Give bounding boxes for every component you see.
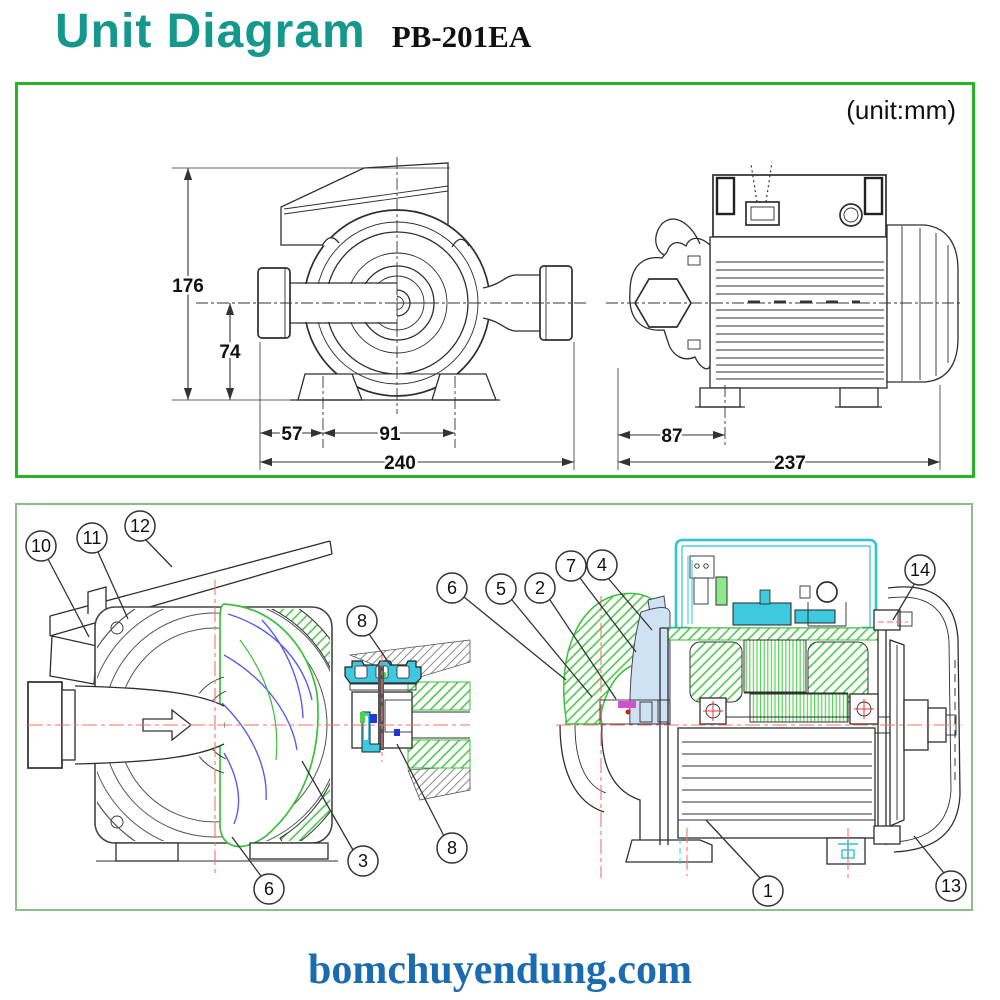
- page-title: Unit Diagram: [55, 5, 366, 58]
- front-view-drawing: 176 74 57 91 240: [170, 157, 586, 475]
- svg-text:10: 10: [31, 536, 51, 556]
- dimension-panel: (unit:mm): [15, 82, 975, 478]
- section-drawing: 10 11 12 8 8 3 6 6 5 2 7 4 14 1 13: [25, 510, 967, 907]
- callout-7: 7: [555, 550, 587, 582]
- svg-text:6: 6: [447, 578, 457, 598]
- pump-front-section: [27, 540, 471, 877]
- svg-text:6: 6: [264, 879, 274, 899]
- model-number: PB-201EA: [391, 19, 532, 54]
- callout-8-valve-cap: 8: [346, 605, 378, 637]
- svg-text:1: 1: [763, 881, 773, 901]
- pump-side-section: [556, 538, 962, 878]
- callout-6-left: 6: [253, 873, 285, 905]
- side-view-drawing: 87 237: [606, 161, 962, 475]
- dim-overall-width: 240: [384, 453, 416, 474]
- dim-overall-length: 237: [774, 453, 806, 474]
- page-header: Unit Diagram PB-201EA: [55, 4, 531, 59]
- section-panel: 10 11 12 8 8 3 6 6 5 2 7 4 14 1 13: [15, 503, 973, 911]
- callouts: 10 11 12 8 8 3 6 6 5 2 7 4 14 1 13: [25, 510, 967, 907]
- callout-11: 11: [76, 522, 108, 554]
- svg-text:12: 12: [130, 516, 150, 536]
- dim-foot-span: 91: [379, 424, 401, 445]
- svg-text:8: 8: [447, 838, 457, 858]
- svg-text:3: 3: [358, 851, 368, 871]
- dim-shaft-height: 74: [219, 342, 241, 363]
- callout-10: 10: [25, 530, 57, 562]
- svg-text:8: 8: [357, 611, 367, 631]
- callout-1: 1: [752, 875, 784, 907]
- svg-text:13: 13: [941, 876, 961, 896]
- callout-4: 4: [586, 549, 618, 581]
- dim-inlet-offset: 57: [281, 424, 302, 445]
- svg-text:14: 14: [910, 560, 930, 580]
- svg-text:5: 5: [496, 579, 506, 599]
- dim-foot-offset: 87: [661, 426, 682, 447]
- dim-height: 176: [172, 276, 204, 297]
- svg-text:11: 11: [83, 528, 102, 548]
- svg-text:2: 2: [535, 578, 545, 598]
- callout-2: 2: [524, 572, 556, 604]
- callout-8-valve-body: 8: [436, 832, 468, 864]
- callout-13: 13: [935, 870, 967, 902]
- unit-label: (unit:mm): [846, 95, 956, 125]
- svg-text:4: 4: [597, 555, 607, 575]
- callout-12: 12: [124, 510, 156, 542]
- callout-5: 5: [485, 573, 517, 605]
- svg-text:7: 7: [566, 556, 576, 576]
- website-footer: bomchuyendung.com: [308, 947, 692, 993]
- callout-14: 14: [904, 554, 936, 586]
- callout-6-right: 6: [436, 572, 468, 604]
- callout-3: 3: [347, 845, 379, 877]
- dimension-drawing: 176 74 57 91 240: [170, 157, 962, 475]
